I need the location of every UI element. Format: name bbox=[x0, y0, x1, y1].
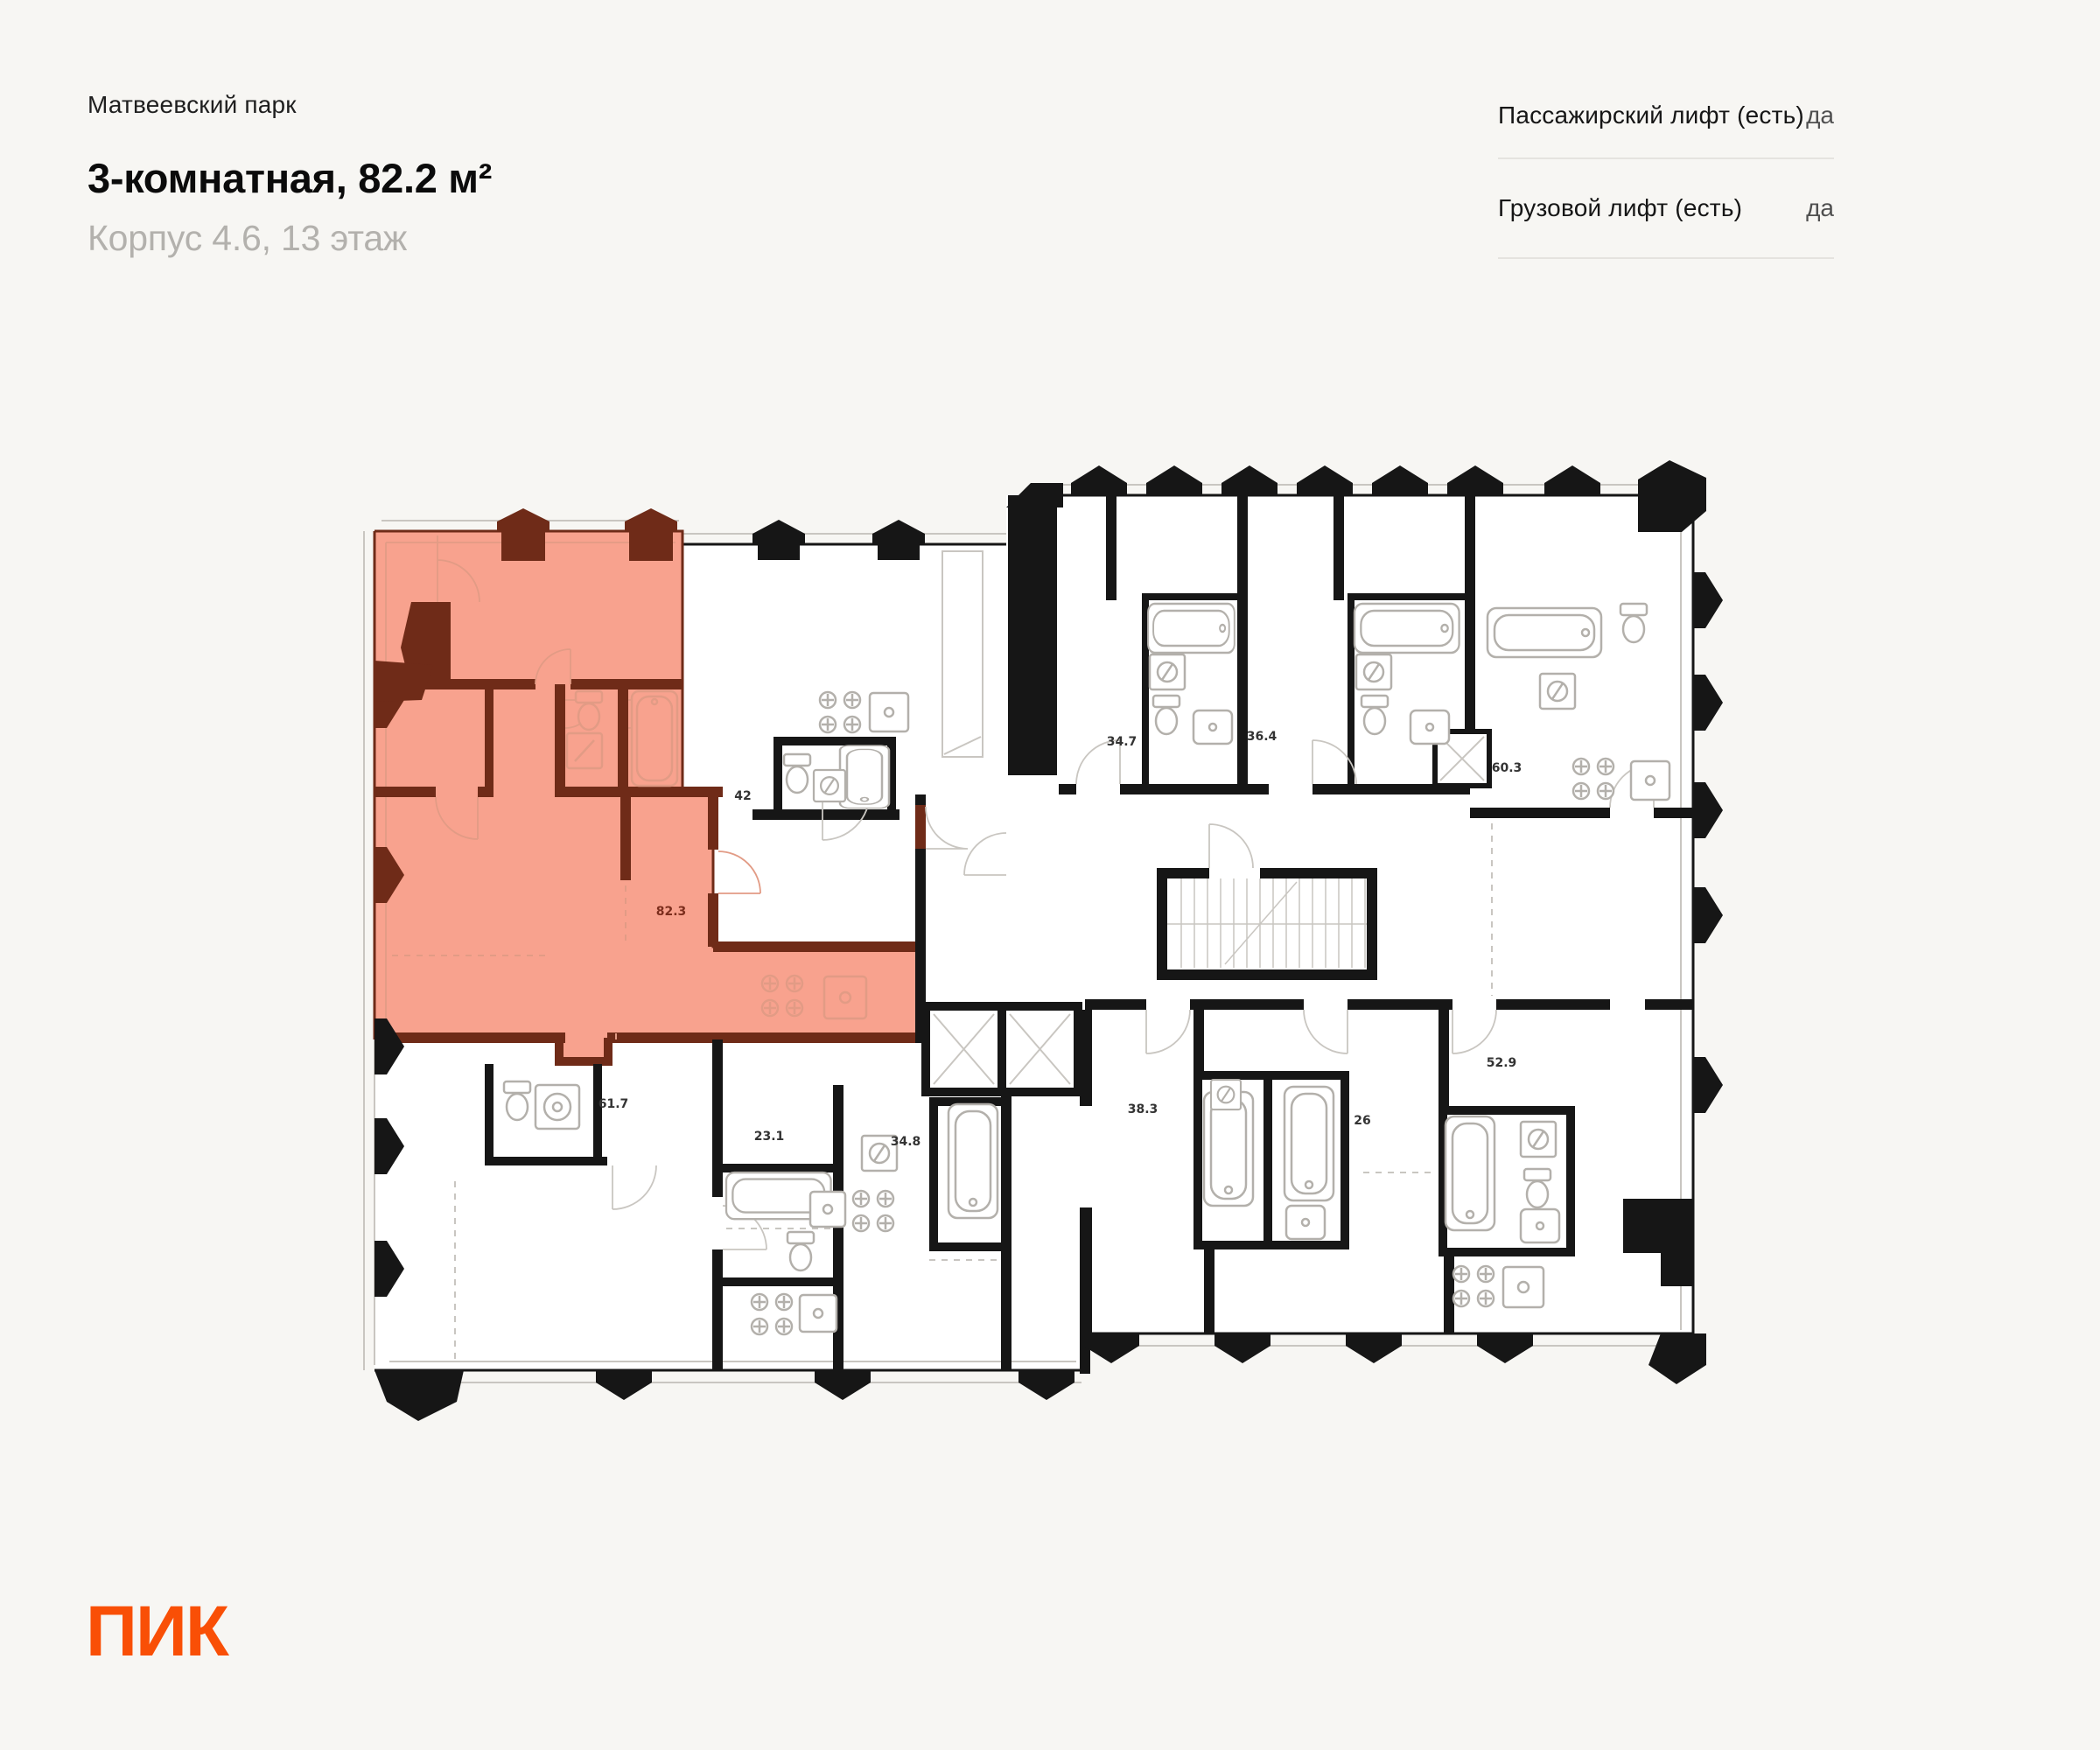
doors bbox=[612, 739, 1655, 1250]
area-label-26: 26 bbox=[1354, 1114, 1370, 1128]
area-labels: 82.3 42 34.7 36.4 60.3 52.9 38.3 26 61.7 23.1 34.8 bbox=[598, 730, 1522, 1149]
area-label-60.3: 60.3 bbox=[1492, 761, 1522, 775]
fixtures bbox=[502, 602, 1671, 1336]
lift-row-cargo: Грузовой лифт (есть) да bbox=[1498, 159, 1834, 259]
page-subtitle: Корпус 4.6, 13 этаж bbox=[88, 218, 408, 258]
area-label-52.9: 52.9 bbox=[1487, 1056, 1517, 1070]
staircase bbox=[1167, 878, 1367, 968]
page-title: 3-комнатная, 82.2 м² bbox=[88, 155, 493, 201]
pillars bbox=[374, 460, 1723, 1421]
lift-row-passenger: Пассажирский лифт (есть) да bbox=[1498, 74, 1834, 159]
area-label-82.3: 82.3 bbox=[656, 905, 687, 919]
lift-label: Грузовой лифт (есть) bbox=[1498, 194, 1743, 221]
highlighted-apartment bbox=[373, 508, 926, 1066]
building-footprint bbox=[374, 495, 1693, 1370]
area-label-23.1: 23.1 bbox=[754, 1130, 785, 1144]
area-label-38.3: 38.3 bbox=[1128, 1102, 1158, 1116]
header: Матвеевский парк 3-комнатная, 82.2 м² Ко… bbox=[88, 91, 492, 259]
lift-info: Пассажирский лифт (есть) да Грузовой лиф… bbox=[1498, 74, 1834, 259]
area-label-36.4: 36.4 bbox=[1247, 730, 1278, 744]
lift-value: да bbox=[1806, 194, 1834, 221]
area-label-42: 42 bbox=[734, 789, 751, 803]
area-label-34.8: 34.8 bbox=[891, 1135, 921, 1149]
project-name: Матвеевский парк bbox=[88, 91, 297, 118]
lift-label: Пассажирский лифт (есть) bbox=[1498, 102, 1804, 129]
walls bbox=[485, 483, 1693, 1370]
lift-value: да bbox=[1806, 102, 1834, 129]
pik-logo[interactable]: ПИК bbox=[86, 1592, 229, 1671]
area-label-34.7: 34.7 bbox=[1107, 735, 1138, 749]
area-label-61.7: 61.7 bbox=[598, 1097, 629, 1111]
